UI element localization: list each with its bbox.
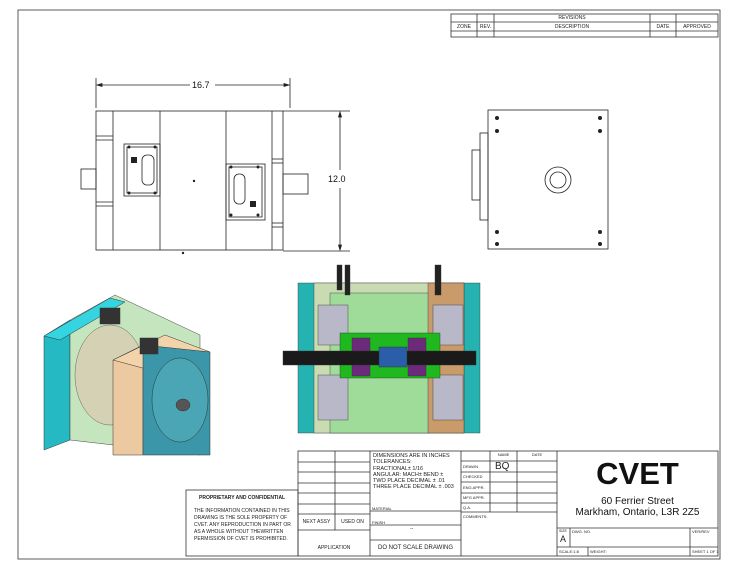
revisions-table: [450, 13, 719, 38]
dimension-width: 16.7: [192, 80, 210, 90]
name-header: NAME: [497, 452, 510, 457]
drawn-name: BQ: [495, 461, 510, 472]
used-on-label: USED ON: [341, 519, 364, 525]
role-qa: Q.A.: [463, 505, 472, 510]
rev-col-description: DESCRIPTION: [554, 24, 590, 30]
revisions-title: REVISIONS: [558, 15, 586, 21]
section-view: [282, 264, 481, 434]
next-assy-label: NEXT ASSY: [302, 519, 331, 525]
date-header: DATE: [531, 452, 543, 457]
proprietary-line-2: DRAWING IS THE SOLE PROPERTY OF: [194, 515, 288, 521]
address-line-1: 60 Ferrier Street: [601, 496, 674, 507]
proprietary-line-1: THE INFORMATION CONTAINED IN THIS: [194, 508, 290, 514]
proprietary-line-5: PERMISSION OF CVET IS PROHIBITED.: [194, 536, 288, 542]
rev-col-approved: APPROVED: [683, 24, 711, 30]
proprietary-line-3: CVET. ANY REPRODUCTION IN PART OR: [194, 522, 291, 528]
tolerance-line-2: TOLERANCES:: [373, 459, 412, 465]
finish-label: FINISH: [372, 520, 386, 525]
isometric-view: [43, 294, 211, 456]
role-checked: CHECKED: [463, 474, 483, 479]
finish-value: --: [410, 526, 414, 532]
application-label: APPLICATION: [317, 545, 351, 551]
role-eng-appr: ENG APPR.: [463, 485, 485, 490]
role-drawn: DRAWN: [463, 464, 478, 469]
proprietary-title: PROPRIETARY AND CONFIDENTIAL: [199, 495, 286, 501]
tolerance-line-6: THREE PLACE DECIMAL ± .003: [373, 484, 454, 490]
sheet-border: [17, 9, 721, 560]
side-view: [471, 109, 609, 250]
rev-col-date: DATE: [656, 24, 670, 30]
tolerance-line-1: DIMENSIONS ARE IN INCHES: [373, 453, 450, 459]
tolerance-line-3: FRACTIONAL± 1/16: [373, 466, 424, 472]
do-not-scale-label: DO NOT SCALE DRAWING: [377, 545, 453, 551]
tolerance-line-5: TWO PLACE DECIMAL ± .01: [373, 478, 445, 484]
title-block-grid: [185, 450, 719, 557]
rev-col-zone: ZONE: [457, 24, 471, 30]
proprietary-line-4: AS A WHOLE WITHOUT THEWRITTEN: [194, 529, 284, 535]
company-logo: CVET: [596, 456, 679, 491]
scale-label: SCALE:1:8: [559, 549, 579, 554]
material-label: MATERIAL: [372, 506, 392, 511]
ver-rev-label: VER/REV: [692, 529, 710, 534]
address-line-2: Markham, Ontario, L3R 2Z5: [575, 507, 700, 518]
screw-holes: [127, 145, 260, 255]
dimension-height: 12.0: [328, 174, 346, 184]
sheet-label: SHEET 1 OF 1: [692, 549, 719, 554]
size-label: SIZE: [559, 529, 567, 533]
comments-label: COMMENTS:: [463, 514, 488, 519]
dwg-no-label: DWG. NO.: [572, 529, 592, 534]
role-mfg-appr: MFG APPR.: [463, 495, 485, 500]
weight-label: WEIGHT:: [590, 549, 607, 554]
size-value: A: [560, 534, 567, 544]
tolerance-line-4: ANGULAR: MACH± BEND ±: [373, 472, 444, 478]
front-view: [80, 78, 350, 252]
rev-col-rev: REV.: [479, 24, 492, 30]
